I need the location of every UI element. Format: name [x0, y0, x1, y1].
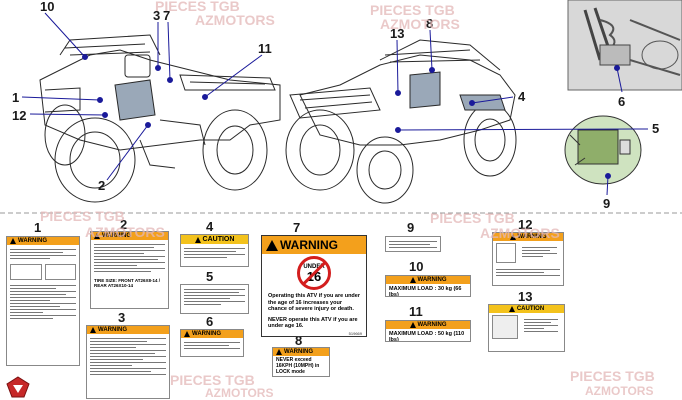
- label-10-header: WARNING: [386, 276, 470, 284]
- label-6-warning: WARNING: [180, 329, 244, 357]
- watermark-11: PIECES TGB: [570, 368, 655, 384]
- callout-13: 13: [390, 26, 404, 41]
- caution-triangle-icon: [508, 306, 515, 312]
- label-8-text: NEVER exceed 16KPH (10MPH) in LOCK mode: [276, 357, 320, 375]
- atv-pictogram-icon: [492, 315, 518, 339]
- label-num-4: 4: [206, 219, 214, 234]
- label-7-text-1: Operating this ATV if you are under the …: [268, 293, 360, 313]
- label-num-10: 10: [409, 259, 423, 274]
- warning-triangle-icon: [409, 322, 416, 328]
- watermark-9: PIECES TGB: [170, 372, 255, 388]
- callout-4: 4: [518, 89, 526, 104]
- label-3-warning: WARNING: [86, 325, 170, 399]
- label-8-header: WARNING: [273, 348, 329, 356]
- warning-triangle-icon: [409, 277, 416, 283]
- watermark-4: AZMOTORS: [380, 16, 460, 32]
- under-16-prohibition-icon: UNDER 16: [297, 256, 331, 290]
- label-8-warning: WARNING NEVER exceed 16KPH (10MPH) in LO…: [272, 347, 330, 377]
- callout-11: 11: [258, 41, 272, 56]
- callout-10: 10: [40, 0, 54, 14]
- watermark-6: AZMOTORS: [85, 224, 165, 240]
- label-7-warning-age: WARNING UNDER 16 Operating this ATV if y…: [261, 235, 367, 337]
- label-1-header: WARNING: [7, 237, 79, 245]
- watermark-7: PIECES TGB: [430, 210, 515, 226]
- label-9-notice: [385, 236, 441, 252]
- watermark-10: AZMOTORS: [205, 386, 274, 400]
- label-1-warning: WARNING: [6, 236, 80, 366]
- label-2-header: WARNING: [91, 232, 168, 240]
- label-4-header: CAUTION: [181, 235, 248, 244]
- warning-triangle-icon: [276, 349, 282, 355]
- label-13-header: CAUTION: [489, 305, 564, 313]
- label-num-6: 6: [206, 314, 213, 329]
- watermark-1: PIECES TGB: [155, 0, 240, 14]
- label-num-11: 11: [409, 304, 423, 319]
- label-5-notice: [180, 284, 249, 314]
- label-num-5: 5: [206, 269, 213, 284]
- no-alcohol-icon: [44, 264, 76, 280]
- warning-triangle-icon: [10, 238, 16, 244]
- label-3-header: WARNING: [87, 326, 169, 334]
- rider-pictogram-icon: [496, 243, 516, 263]
- brand-logo-icon: [6, 376, 30, 398]
- label-10-max-load: WARNING MAXIMUM LOAD : 30 kg (66 lbs): [385, 275, 471, 297]
- label-6-header: WARNING: [181, 330, 243, 338]
- watermark-12: AZMOTORS: [585, 384, 654, 398]
- atv-drawing: 10 3 7 11 1 12 2 13 8 4 5 6 9: [12, 0, 682, 210]
- warning-triangle-icon: [266, 239, 278, 251]
- no-passenger-icon: [10, 264, 42, 280]
- warning-triangle-icon: [94, 233, 100, 239]
- label-12-warning: WARNING: [492, 232, 564, 286]
- callout-6: 6: [618, 94, 625, 109]
- atv-left-view: [39, 34, 281, 203]
- watermark-2: AZMOTORS: [195, 12, 275, 28]
- label-2-tire-size: TIRE SIZE: FRONT AT26X8-14 / REAR AT26X1…: [94, 278, 161, 289]
- label-num-9: 9: [407, 220, 414, 235]
- label-2-warning: WARNING TIRE SIZE: FRONT AT26X8-14 / REA…: [90, 231, 169, 309]
- callout-8: 8: [426, 16, 433, 31]
- callout-5: 5: [652, 121, 659, 136]
- label-13-caution: CAUTION: [488, 304, 565, 352]
- label-11-text: MAXIMUM LOAD : 50 kg (110 lbs): [389, 331, 465, 342]
- label-11-max-load: WARNING MAXIMUM LOAD : 50 kg (110 lbs): [385, 320, 471, 342]
- label-num-13: 13: [518, 289, 532, 304]
- label-12-header: WARNING: [493, 233, 563, 241]
- warning-triangle-icon: [509, 234, 516, 240]
- callout-9: 9: [603, 196, 610, 210]
- warning-triangle-icon: [184, 331, 190, 337]
- callout-2: 2: [98, 178, 105, 193]
- label-num-3: 3: [118, 310, 125, 325]
- label-7-code: 519669: [348, 330, 362, 336]
- label-11-header: WARNING: [386, 321, 470, 329]
- caution-triangle-icon: [194, 236, 201, 243]
- atv-right-view: [285, 39, 517, 204]
- callout-1: 1: [12, 90, 19, 105]
- electronics-inset: [564, 115, 642, 185]
- watermark-8: AZMOTORS: [480, 225, 560, 241]
- label-10-text: MAXIMUM LOAD : 30 kg (66 lbs): [389, 286, 462, 297]
- watermark-3: PIECES TGB: [370, 2, 455, 18]
- label-7-text-2: NEVER operate this ATV if you are under …: [268, 316, 358, 330]
- label-4-caution: CAUTION: [180, 234, 249, 267]
- watermark-5: PIECES TGB: [40, 208, 125, 224]
- label-num-7: 7: [293, 220, 300, 235]
- warning-triangle-icon: [90, 327, 96, 333]
- label-7-header: WARNING: [262, 236, 366, 254]
- suspension-inset: [567, 0, 682, 91]
- callout-12: 12: [12, 108, 26, 123]
- separator-line: [0, 212, 682, 214]
- callout-7: 7: [163, 8, 170, 23]
- callout-3: 3: [153, 8, 160, 23]
